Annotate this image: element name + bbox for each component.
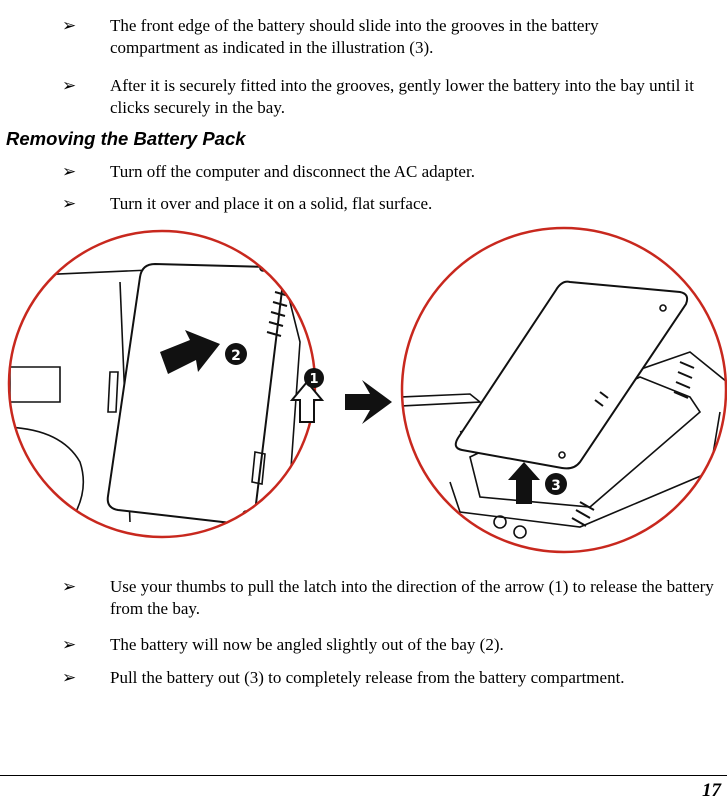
- list-item-pull-latch: Use your thumbs to pull the latch into t…: [110, 577, 714, 618]
- battery-pack: [106, 262, 285, 526]
- right-circle-outline: [400, 226, 727, 554]
- right-circle-view: 3: [400, 226, 727, 554]
- label-step-1: 1: [309, 372, 318, 387]
- page-number: 17: [702, 780, 721, 801]
- bullet-marker: ➢: [62, 635, 77, 654]
- list-item-lower-battery: After it is securely fitted into the gro…: [110, 76, 694, 117]
- bullet-marker: ➢: [62, 577, 77, 596]
- bullet-marker: ➢: [62, 76, 77, 95]
- footer-divider: [0, 775, 727, 776]
- list-item-angled-out: The battery will now be angled slightly …: [110, 635, 504, 654]
- section-heading: Removing the Battery Pack: [6, 128, 246, 149]
- left-circle-view: 2: [7, 229, 317, 539]
- bullet-marker: ➢: [62, 162, 77, 181]
- arrow-right-icon: [160, 330, 220, 374]
- bullet-marker: ➢: [62, 668, 77, 687]
- battery-pack: [454, 280, 689, 470]
- list-item-front-edge: The front edge of the battery should sli…: [110, 16, 599, 57]
- arrow-up-icon: [289, 380, 325, 423]
- list-item-pull-out: Pull the battery out (3) to completely r…: [110, 668, 625, 687]
- label-step-3: 3: [551, 478, 561, 494]
- list-item-turn-off: Turn off the computer and disconnect the…: [110, 162, 475, 181]
- bullet-marker: ➢: [62, 194, 77, 213]
- label-step-2: 2: [231, 348, 241, 364]
- battery-removal-illustration: 2 1 3: [7, 226, 727, 554]
- bullet-marker: ➢: [62, 16, 77, 35]
- list-item-turn-over: Turn it over and place it on a solid, fl…: [110, 194, 433, 213]
- arrow-up-icon: [508, 462, 540, 504]
- battery-compartment: [469, 376, 702, 508]
- arrow-right-icon: [345, 380, 392, 424]
